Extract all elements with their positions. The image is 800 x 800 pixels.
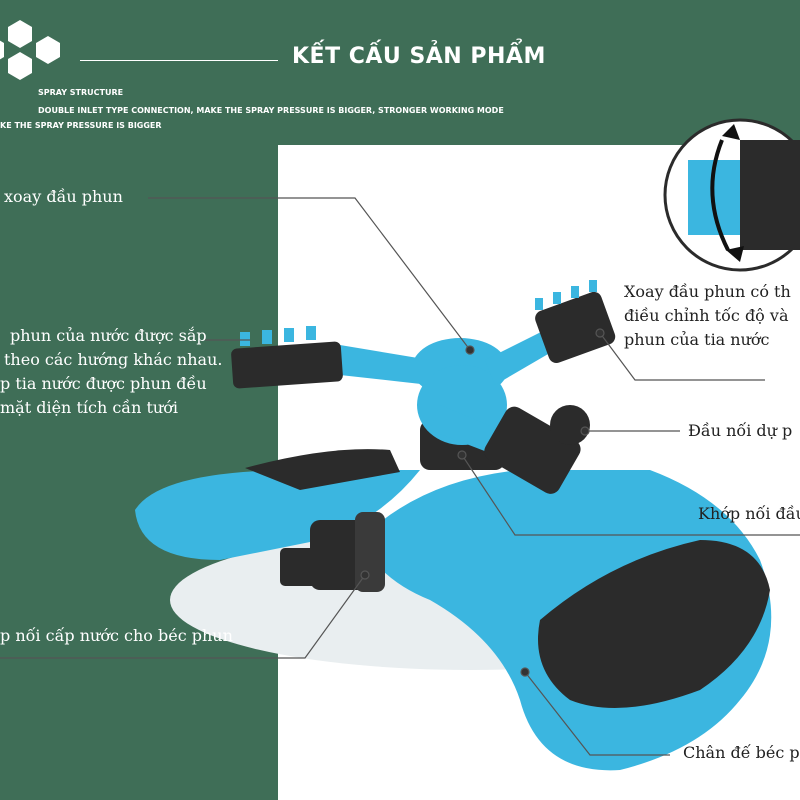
label-base: Chân đế béc p [683, 743, 800, 762]
hexagon-logo-icon [0, 20, 60, 80]
page-title: KẾT CẤU SẢN PHẨM [292, 44, 546, 69]
label-rotate-detail-line1: Xoay đầu phun có th [624, 282, 791, 301]
label-water-direction-line2: theo các hướng khác nhau. [4, 350, 223, 369]
label-head-joint: Khớp nối đầu [698, 504, 800, 523]
subtitle-spray-structure: SPRAY STRUCTURE [38, 88, 124, 97]
title-divider [80, 60, 278, 61]
subtitle-description-2: KE THE SPRAY PRESSURE IS BIGGER [0, 121, 162, 130]
base-left-grip [245, 449, 400, 490]
base-left-leg [135, 470, 420, 560]
label-rotate-head: xoay đầu phun [4, 187, 123, 206]
label-rotate-detail-line3: phun của tia nước [624, 330, 770, 349]
base-right-grip [538, 540, 770, 708]
label-inlet-joint: p nối cấp nước cho béc phun [0, 626, 233, 645]
label-water-direction-line3: p tia nước được phun đều [0, 374, 207, 393]
label-rotate-detail: Xoay đầu phun có th điều chỉnh tốc độ và… [624, 280, 791, 352]
label-water-direction-line4: mặt diện tích cần tưới [0, 398, 178, 417]
label-water-direction-line1: phun của nước được sắp [10, 326, 207, 345]
label-water-direction: phun của nước được sắp theo các hướng kh… [0, 324, 222, 420]
label-spare-connector: Đầu nối dự p [688, 421, 793, 440]
subtitle-description: DOUBLE INLET TYPE CONNECTION, MAKE THE S… [38, 106, 504, 115]
label-rotate-detail-line2: điều chỉnh tốc độ và [624, 306, 789, 325]
